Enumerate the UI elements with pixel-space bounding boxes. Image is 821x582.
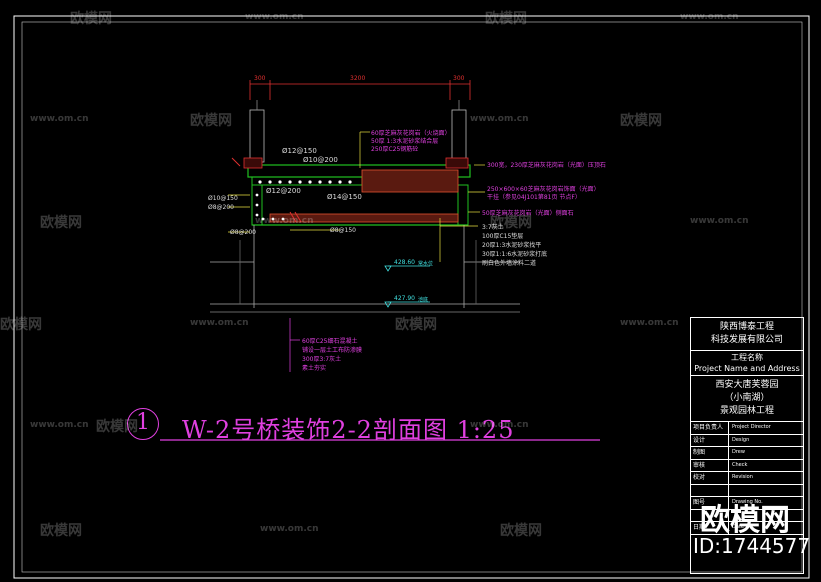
- dim-top-mid: 3200: [350, 75, 366, 82]
- callout-top-3: 250厚C25钢筋砼: [371, 146, 419, 153]
- tb-row-date-en: Date: [729, 522, 803, 535]
- callout-top-1: 60厚芝麻灰花岗岩（火烧面）: [371, 130, 451, 137]
- stone-cladding: [243, 157, 469, 223]
- water-level-label: 常水位: [418, 261, 434, 267]
- drawing-title: W-2号桥装饰2-2剖面图 1:25: [182, 416, 515, 444]
- tb-row-check-cn: 审核: [691, 459, 729, 472]
- callout-layer-5: 刷白色外墙涂料二道: [482, 260, 537, 267]
- company-name: 陕西博泰工程 科技发展有限公司: [691, 318, 803, 351]
- watermark-url: www.om.cn: [680, 12, 739, 22]
- watermark-logo: 欧模网: [485, 11, 527, 27]
- tb-row-design-cn: 设计: [691, 434, 729, 447]
- tb-row-blank-en: [729, 485, 803, 497]
- tb-row-design-en: Design: [729, 435, 803, 447]
- callout-bottom-2: 铺设一层土工布防渗膜: [302, 347, 363, 354]
- tb-row-revision-cn: 校对: [691, 472, 729, 485]
- callout-right-3: 干挂（参见04J101第81页 节点F）: [487, 194, 581, 201]
- rebar-label-5: Ø10@150: [208, 195, 238, 202]
- callout-bottom-1: 60厚C25细石混凝土: [302, 338, 358, 345]
- rebar-label-1: Ø12@150: [282, 147, 317, 155]
- callout-layer-1: 3:7灰土: [482, 224, 504, 231]
- tb-row-revision-en: Revision: [729, 472, 803, 485]
- rebar-label-8: Ø8@150: [330, 227, 356, 234]
- red-ticks: [231, 157, 302, 223]
- watermark-url: www.om.cn: [470, 114, 529, 124]
- watermark-url: www.om.cn: [30, 114, 89, 124]
- watermark-logo: 欧模网: [620, 113, 662, 129]
- tb-row-director-cn: 项目负责人: [691, 422, 729, 435]
- tb-row-drawing-no-cn: 图号: [691, 497, 729, 510]
- watermark-logo: 欧模网: [490, 215, 532, 231]
- callout-right-1: 300宽，230厚芝麻灰花岗岩（光面）压顶石: [487, 162, 606, 169]
- watermark-url: www.om.cn: [260, 524, 319, 534]
- watermark-logo: 欧模网: [40, 215, 82, 231]
- watermark-logo: 欧模网: [40, 523, 82, 539]
- water-level-value: 428.60: [394, 259, 415, 266]
- watermark-url: www.om.cn: [690, 216, 749, 226]
- callout-right-2: 250×600×60芝麻灰花岗岩饰面（光面）: [487, 186, 600, 193]
- deck-slab: [247, 164, 471, 226]
- watermark-logo: 欧模网: [70, 11, 112, 27]
- water-level-marker: [384, 265, 430, 272]
- outer-frame: [13, 15, 810, 579]
- tb-row-drew-cn: 制图: [691, 447, 729, 460]
- watermark-logo: 欧模网: [96, 419, 138, 435]
- watermark-url: www.om.cn: [470, 420, 529, 430]
- signature-grid: 项目负责人 Project Director 设计 Design 制图 Drew…: [691, 422, 803, 535]
- bottom-level-label: 池底: [418, 297, 429, 303]
- watermark-logo: 欧模网: [500, 523, 542, 539]
- tb-row-blank-cn: [691, 484, 729, 497]
- rebar-label-6: Ø8@200: [208, 204, 234, 211]
- title-block: 陕西博泰工程 科技发展有限公司 工程名称 Project Name and Ad…: [690, 317, 804, 574]
- watermark-url: www.om.cn: [190, 318, 249, 328]
- rebar-label-3: Ø12@200: [266, 187, 301, 195]
- dim-top-left: 300: [254, 75, 266, 82]
- inner-frame: [21, 21, 803, 573]
- bottom-level-marker: [384, 301, 430, 308]
- callout-layer-2: 100厚C15垫层: [482, 233, 524, 240]
- tb-row-date-cn: 日期: [691, 522, 729, 535]
- rebar-dots: [255, 180, 352, 221]
- callout-top-2: 50厚 1:3水泥砂浆结合层: [371, 138, 439, 145]
- top-dimension: [249, 80, 471, 100]
- project-name: 西安大唐芙蓉园 （小南湖） 景观园林工程: [691, 376, 803, 422]
- tb-row-drawing-no-en: Drawing No.: [729, 497, 803, 510]
- callout-layer-4: 30厚1:1:6水泥砂浆打底: [482, 251, 548, 258]
- callout-bottom-3: 300厚3:7灰土: [302, 356, 342, 363]
- leader-lines: [228, 131, 485, 372]
- watermark-url: www.om.cn: [620, 318, 679, 328]
- watermark-url: www.om.cn: [30, 420, 89, 430]
- callout-bottom-4: 素土夯实: [302, 365, 327, 372]
- callout-layer-3: 20厚1:3水泥砂浆找平: [482, 242, 542, 249]
- tb-row-director-en: Project Director: [729, 422, 803, 435]
- rebar-label-4: Ø14@150: [327, 193, 362, 201]
- tb-row-check-en: Check: [729, 460, 803, 472]
- bottom-level-value: 427.90: [394, 295, 415, 302]
- rebar-label-7: Ø8@200: [230, 229, 256, 236]
- resource-id: ID:1744577: [693, 534, 811, 558]
- project-heading: 工程名称 Project Name and Address: [691, 351, 803, 376]
- watermark-logo: 欧模网: [190, 113, 232, 129]
- drawing-number-circle: 1: [127, 408, 159, 440]
- dim-top-right: 300: [453, 75, 465, 82]
- tb-row-blank2-cn: [691, 509, 729, 522]
- watermark-url: www.om.cn: [255, 216, 314, 226]
- watermark-logo: 欧模网: [395, 317, 437, 333]
- abutment: [210, 225, 520, 313]
- tb-row-drew-en: Drew: [729, 447, 803, 460]
- rebar-label-2: Ø10@200: [303, 156, 338, 164]
- watermark-url: www.om.cn: [245, 12, 304, 22]
- tb-row-blank2-en: [729, 510, 803, 522]
- watermark-logo: 欧模网: [0, 317, 42, 333]
- callout-right-4: 50厚芝麻灰花岗岩（光面）侧面石: [482, 210, 574, 217]
- site-logo: 欧模网: [700, 503, 790, 538]
